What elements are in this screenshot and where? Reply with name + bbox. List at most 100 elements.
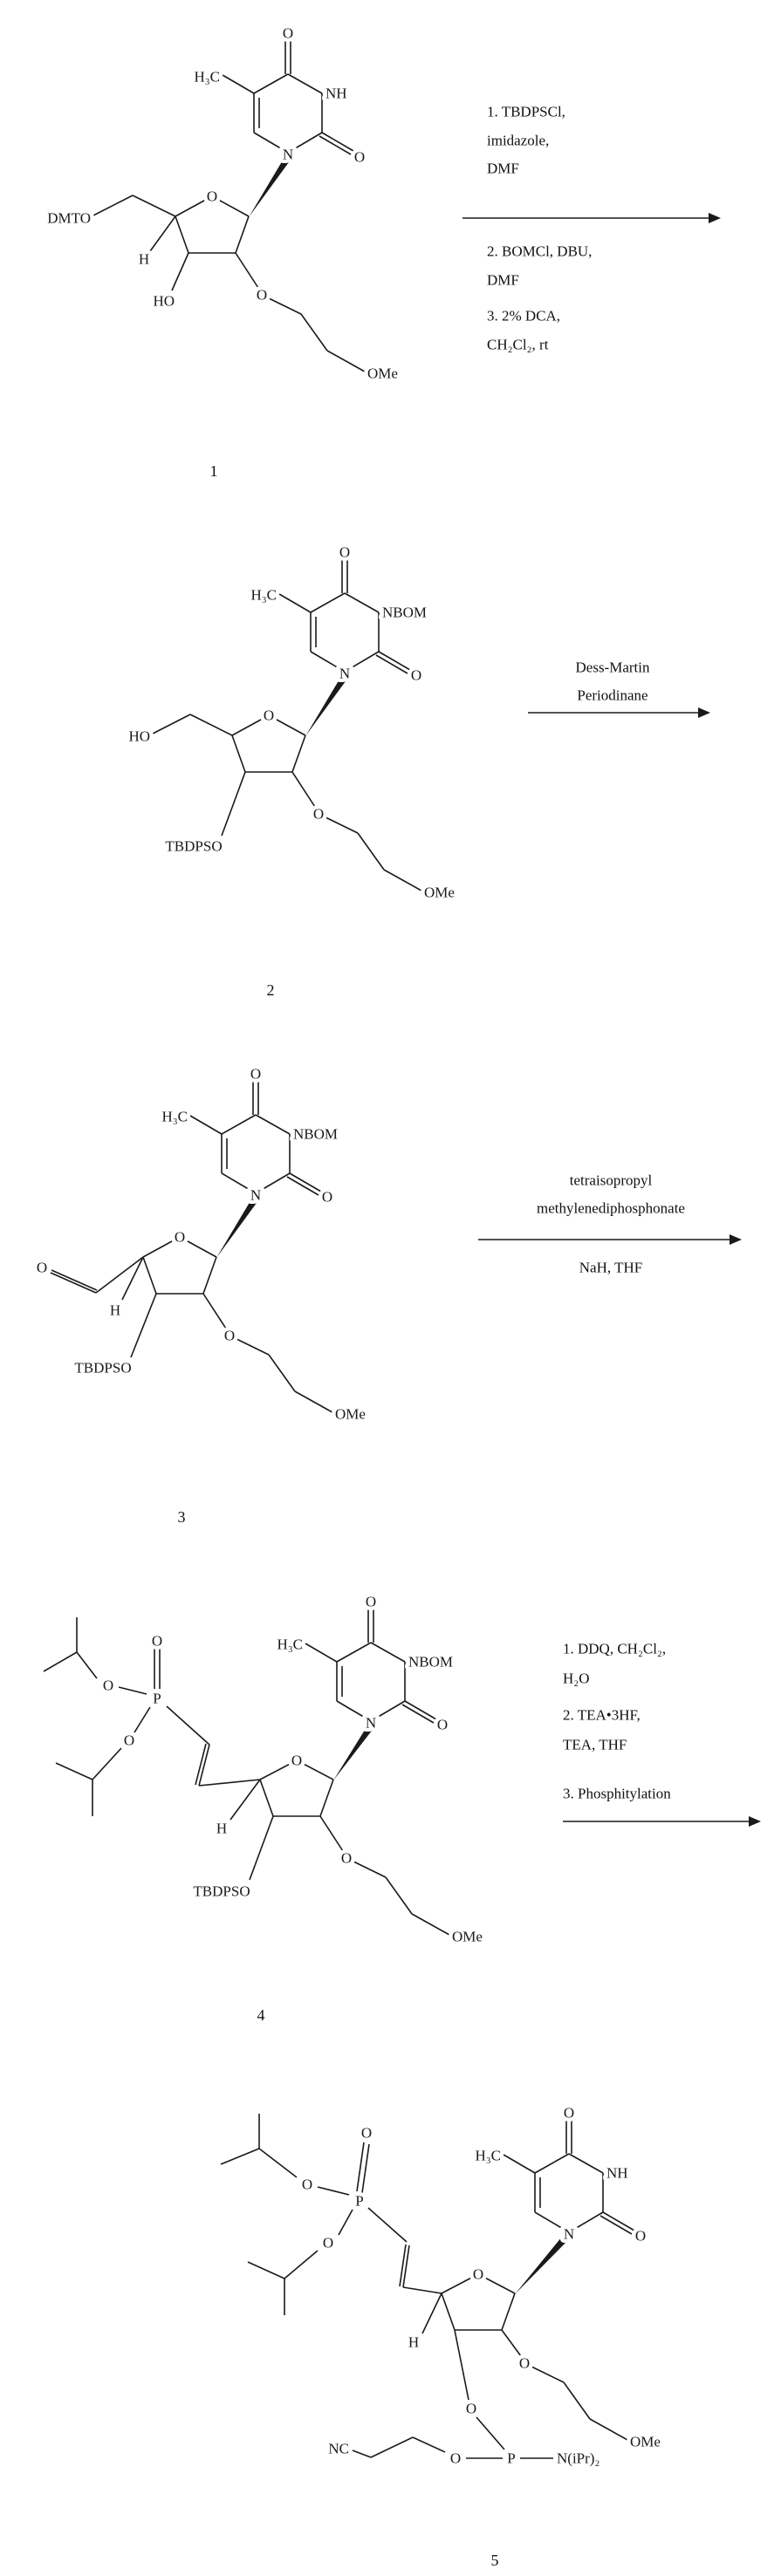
condition-line: methylenediphosphonate [537, 1200, 685, 1217]
stereo-h-label: H [408, 2334, 419, 2351]
condition-line: DMF [487, 161, 519, 177]
phosphonate-o-dbl-label: O [152, 1633, 162, 1650]
condition-line: 3. 2% DCA, [487, 308, 560, 325]
amidite-n-label: N(iPr)₂ [557, 2450, 599, 2467]
reaction-arrow-4 [563, 1816, 761, 1827]
n3-label: NBOM [408, 1654, 453, 1671]
compound-2-number: 2 [267, 981, 275, 999]
o2-carbonyl-label: O [635, 2228, 646, 2245]
reaction-arrow-1 [462, 213, 721, 223]
o4-carbonyl-label: O [250, 1066, 261, 1083]
o4-carbonyl-label: O [366, 1594, 376, 1610]
ome-label: OMe [630, 2434, 661, 2450]
compound-1-atoms: O H₃C NH O N O DMTO H HO O OMe [44, 21, 402, 386]
phosphonate-o-upper-label: O [103, 1677, 113, 1694]
phosphonate-o-upper-label: O [302, 2176, 312, 2193]
hydroxyl-label: HO [153, 293, 175, 310]
o2-carbonyl-label: O [411, 667, 421, 684]
o2prime-label: O [341, 1850, 352, 1867]
reaction-4: 1. DDQ, CH₂Cl₂, H₂O 2. TEA•3HF, TEA, THF… [563, 1641, 761, 1827]
condition-line: CH₂Cl₂, rt [487, 337, 549, 353]
ring-o-label: O [291, 1753, 302, 1769]
phosphonate-o-lower-label: O [323, 2235, 333, 2251]
compound-4: O P O O O H₃C NBOM O N O H TBDPSO O OMe … [43, 1589, 761, 2024]
methyl-label: H₃C [194, 69, 220, 85]
ring-o-label: O [207, 188, 217, 205]
o2prime-label: O [224, 1328, 235, 1344]
compound-2: O H₃C NBOM O N O HO TBDPSO O OMe 2 Dess-… [125, 540, 710, 999]
condition-line: H₂O [563, 1671, 589, 1687]
methyl-label: H₃C [475, 2148, 501, 2164]
compound-2-atoms: O H₃C NBOM O N O HO TBDPSO O OMe [125, 540, 459, 905]
condition-line: 1. DDQ, CH₂Cl₂, [563, 1641, 666, 1657]
phosphonate-p-label: P [355, 2193, 363, 2210]
compound-2-bonds [152, 560, 422, 892]
condition-line: 3. Phosphitylation [563, 1786, 671, 1802]
o4-carbonyl-label: O [283, 25, 293, 42]
compound-4-bonds [43, 1609, 450, 1936]
ring-o-label: O [473, 2266, 483, 2283]
reaction-1: 1. TBDPSCl, imidazole, DMF 2. BOMCl, DBU… [462, 104, 721, 353]
n1-label: N [283, 147, 293, 163]
ome-label: OMe [367, 366, 398, 382]
ome-label: OMe [452, 1929, 483, 1945]
reaction-arrow-3 [478, 1234, 742, 1245]
o4-carbonyl-label: O [564, 2105, 574, 2122]
o2prime-label: O [519, 2355, 530, 2372]
condition-line: 2. TEA•3HF, [563, 1707, 641, 1724]
n3-label: NH [325, 85, 347, 102]
condition-line: NaH, THF [579, 1260, 642, 1276]
condition-line: TEA, THF [563, 1737, 627, 1753]
compound-5: O P O O O H₃C NH O N O H O P N(iPr)₂ O N… [220, 2101, 664, 2569]
compound-3-atoms: O H₃C NBOM O N O O H TBDPSO O OMe [32, 1062, 369, 1426]
condition-line: tetraisopropyl [570, 1172, 653, 1189]
dmto-label: DMTO [47, 210, 91, 227]
phosphonate-o-lower-label: O [124, 1732, 134, 1749]
aldehyde-o-label: O [37, 1260, 47, 1276]
o2-carbonyl-label: O [354, 149, 365, 166]
condition-line: 2. BOMCl, DBU, [487, 243, 592, 260]
amidite-p-label: P [507, 2450, 515, 2467]
compound-3-number: 3 [178, 1508, 186, 1526]
compound-5-bonds [220, 2114, 635, 2459]
o2-carbonyl-label: O [322, 1189, 332, 1206]
compound-4-number: 4 [257, 2006, 265, 2024]
phosphonate-p-label: P [153, 1691, 161, 1707]
o3prime-label: O [466, 2401, 476, 2417]
compound-4-atoms: O P O O O H₃C NBOM O N O H TBDPSO O OMe [99, 1589, 486, 1949]
ring-o-label: O [175, 1229, 185, 1246]
reaction-3: tetraisopropyl methylenediphosphonate Na… [478, 1172, 742, 1276]
n1-label: N [564, 2226, 574, 2243]
compound-5-atoms: O P O O O H₃C NH O N O H O P N(iPr)₂ O N… [298, 2101, 664, 2470]
compound-1: O H₃C NH O N O DMTO H HO O OMe 1 1. TBDP… [44, 21, 721, 480]
stereo-h-label: H [216, 1821, 227, 1837]
n3-label: NH [606, 2165, 628, 2182]
reaction-arrow-2 [528, 707, 710, 718]
n1-label: N [339, 666, 350, 682]
o2-carbonyl-label: O [437, 1717, 448, 1733]
methyl-label: H₃C [161, 1109, 188, 1125]
tbdpso-label: TBDPSO [165, 838, 222, 855]
compound-5-number: 5 [491, 2552, 499, 2569]
methyl-label: H₃C [250, 587, 277, 604]
ome-label: OMe [335, 1406, 366, 1423]
stereo-h-label: H [110, 1302, 120, 1319]
stereo-h-label: H [139, 251, 149, 268]
condition-line: DMF [487, 272, 519, 289]
reaction-2: Dess-Martin Periodinane [528, 659, 710, 718]
compound-1-number: 1 [210, 462, 218, 480]
o4-carbonyl-label: O [339, 544, 350, 561]
n3-label: NBOM [382, 605, 427, 621]
condition-line: Periodinane [577, 687, 647, 704]
compound-3: O H₃C NBOM O N O O H TBDPSO O OMe 3 tetr… [32, 1062, 742, 1526]
ome-label: OMe [424, 885, 455, 901]
hydroxyl-label: HO [128, 728, 150, 745]
condition-line: Dess-Martin [576, 659, 650, 676]
nitrile-label: NC [328, 2441, 349, 2457]
tbdpso-label: TBDPSO [74, 1360, 131, 1377]
n1-label: N [250, 1187, 261, 1204]
compound-1-bonds [92, 41, 366, 372]
amidite-o-label: O [450, 2450, 461, 2467]
tbdpso-label: TBDPSO [193, 1883, 250, 1900]
